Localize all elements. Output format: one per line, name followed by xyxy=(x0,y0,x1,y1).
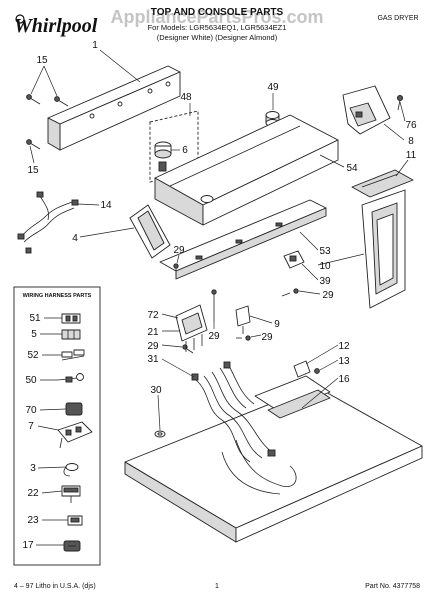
wiring-callout-52: 52 xyxy=(27,350,39,361)
footer: 4 – 97 Litho in U.S.A. (djs) 1 Part No. … xyxy=(14,583,420,590)
callout-8: 8 xyxy=(408,136,414,147)
callout-31: 31 xyxy=(147,354,159,365)
part-8-bracket xyxy=(342,85,391,135)
callout-4: 4 xyxy=(72,233,78,244)
callout-76: 76 xyxy=(405,120,417,131)
header: Whirlpool AppliancePartsPros.com TOP AND… xyxy=(14,7,419,42)
part-17-block xyxy=(63,540,81,552)
model-numbers: For Models: LGR5634EQ1, LGR5634EZ1 xyxy=(148,23,287,32)
callout-72: 72 xyxy=(147,310,159,321)
part-29-screw-b xyxy=(281,288,299,297)
whirlpool-logo-swirl xyxy=(15,14,25,24)
callout-53: 53 xyxy=(319,246,331,257)
part-12-bracket xyxy=(293,360,311,378)
part-15-screw-lower xyxy=(26,139,41,150)
part-53-console-rail xyxy=(159,199,327,280)
part-16-dryer-top xyxy=(124,375,423,543)
part-29-screw-a xyxy=(173,263,179,276)
part-7-harness-connector xyxy=(57,421,93,449)
callout-15-upper: 15 xyxy=(36,55,48,66)
callout-30: 30 xyxy=(150,385,162,396)
callout-11: 11 xyxy=(406,150,417,161)
part-29-screw-e xyxy=(236,335,251,341)
callout-29-d: 29 xyxy=(208,331,220,342)
callout-48: 48 xyxy=(180,92,192,103)
callout-29-b: 29 xyxy=(322,290,334,301)
callout-6: 6 xyxy=(182,145,188,156)
callout-49: 49 xyxy=(267,82,279,93)
part-31-main-harness xyxy=(191,361,297,495)
wiring-box-title: WIRING HARNESS PARTS xyxy=(23,293,92,299)
part-10-end-cap-frame xyxy=(361,189,406,309)
callouts: 1 15 48 6 49 76 8 11 54 15 14 4 29 53 10… xyxy=(27,40,417,396)
part-14-wire-harness xyxy=(17,191,79,254)
part-23-connector xyxy=(67,515,83,526)
watermark: AppliancePartsPros.com xyxy=(110,7,323,27)
callout-29-c: 29 xyxy=(147,341,159,352)
part-30-grommet xyxy=(154,430,166,438)
wiring-leader-lines xyxy=(36,317,68,546)
wiring-callout-7: 7 xyxy=(28,421,34,432)
wiring-callout-70: 70 xyxy=(25,405,37,416)
part-9-bracket xyxy=(235,305,251,334)
whirlpool-logo: Whirlpool xyxy=(14,15,98,37)
callout-13: 13 xyxy=(338,356,350,367)
part-5-connector xyxy=(61,329,81,340)
callout-15-lower: 15 xyxy=(27,165,39,176)
callout-21: 21 xyxy=(147,327,159,338)
part-72-21-switch xyxy=(175,304,208,352)
callout-16: 16 xyxy=(338,374,350,385)
part-48-control-group xyxy=(149,110,199,183)
callout-29-e: 29 xyxy=(261,332,273,343)
part-39-clip xyxy=(283,250,305,269)
part-13-screw xyxy=(314,368,320,374)
part-76-screw xyxy=(396,94,404,111)
finish-colors: (Designer White) (Designer Almond) xyxy=(157,33,278,42)
part-6-knob-spring xyxy=(154,141,172,172)
callout-39: 39 xyxy=(319,276,331,287)
callout-14: 14 xyxy=(100,200,112,211)
part-4-end-cap-left xyxy=(129,204,171,259)
wiring-callout-17: 17 xyxy=(22,540,34,551)
callout-10: 10 xyxy=(319,261,331,272)
litho-note: 4 – 97 Litho in U.S.A. (djs) xyxy=(14,583,96,590)
page-title: TOP AND CONSOLE PARTS xyxy=(151,7,284,18)
part-29-screw-d xyxy=(211,289,217,322)
callout-1: 1 xyxy=(92,40,98,51)
callout-29-a: 29 xyxy=(173,245,185,256)
wiring-callout-23: 23 xyxy=(27,515,39,526)
part-11-end-cap-top xyxy=(351,169,414,198)
page-number: 1 xyxy=(215,583,219,590)
part-50-ring-terminal xyxy=(57,373,84,383)
part-number: Part No. 4377758 xyxy=(365,583,420,590)
part-1-rear-panel xyxy=(47,65,181,151)
callout-12: 12 xyxy=(338,341,350,352)
part-54-console xyxy=(154,114,339,226)
part-70-block xyxy=(65,402,83,416)
product-type: GAS DRYER xyxy=(377,15,418,22)
leader-lines xyxy=(29,49,409,431)
callout-54: 54 xyxy=(346,163,358,174)
wiring-callout-3: 3 xyxy=(30,463,36,474)
part-51-connector xyxy=(61,313,81,324)
wiring-harness-box: WIRING HARNESS PARTS xyxy=(13,286,101,566)
part-15-screw-upper-a xyxy=(26,94,41,105)
part-52-terminals xyxy=(61,349,85,361)
callout-9: 9 xyxy=(274,319,280,330)
wiring-callout-22: 22 xyxy=(27,488,39,499)
wiring-callout-5: 5 xyxy=(31,329,37,340)
part-15-screw-upper-b xyxy=(54,96,69,107)
wiring-callout-51: 51 xyxy=(29,313,41,324)
wiring-callout-50: 50 xyxy=(25,375,37,386)
